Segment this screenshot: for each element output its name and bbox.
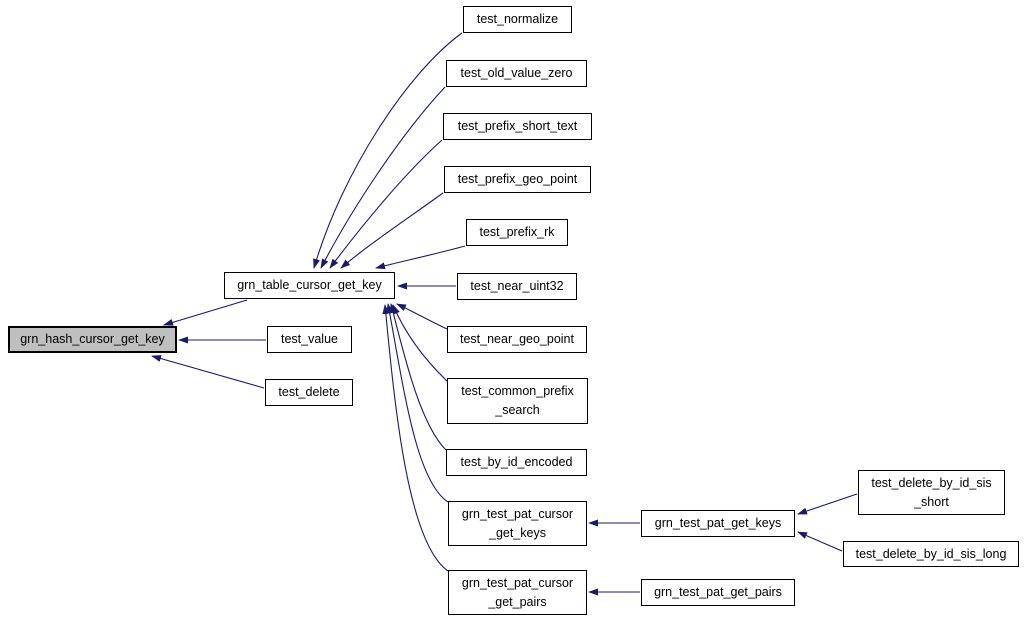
edge-grn_test_pat_cursor_get_keys-to-grn_table_cursor_get_key xyxy=(386,303,449,503)
node-label: test_delete_by_id_sis _short xyxy=(871,475,992,509)
node-grn-test-pat-cursor-get-keys[interactable]: grn_test_pat_cursor _get_keys xyxy=(448,501,587,546)
node-test-prefix-rk[interactable]: test_prefix_rk xyxy=(466,219,568,246)
edge-test_prefix_short_text-to-grn_table_cursor_get_key xyxy=(329,139,443,269)
edge-grn_table_cursor_get_key-to-grn_hash_cursor_get_key xyxy=(163,299,248,326)
node-label: test_prefix_rk xyxy=(479,225,555,239)
node-label: test_old_value_zero xyxy=(460,66,573,80)
node-label: grn_hash_cursor_get_key xyxy=(20,332,165,346)
node-label: test_value xyxy=(281,332,338,346)
node-label: grn_test_pat_get_pairs xyxy=(654,585,782,599)
node-grn-test-pat-cursor-get-pairs[interactable]: grn_test_pat_cursor _get_pairs xyxy=(448,570,587,615)
node-test-delete-by-id-sis-short[interactable]: test_delete_by_id_sis _short xyxy=(858,470,1005,515)
node-label: test_near_uint32 xyxy=(470,279,564,293)
node-label: test_prefix_short_text xyxy=(457,119,578,133)
edge-test_delete_by_id_sis_long-to-grn_test_pat_get_keys xyxy=(797,531,843,552)
node-test-delete[interactable]: test_delete xyxy=(265,379,353,406)
node-grn-test-pat-get-keys[interactable]: grn_test_pat_get_keys xyxy=(641,510,795,537)
node-label: test_prefix_geo_point xyxy=(457,172,578,186)
node-test-near-geo-point[interactable]: test_near_geo_point xyxy=(447,326,587,353)
node-test-prefix-short-text[interactable]: test_prefix_short_text xyxy=(443,113,592,140)
node-label: grn_test_pat_get_keys xyxy=(654,516,782,530)
node-test-value[interactable]: test_value xyxy=(267,326,352,353)
node-test-delete-by-id-sis-long[interactable]: test_delete_by_id_sis_long xyxy=(843,541,1019,567)
node-label: test_common_prefix _search xyxy=(461,384,574,417)
edge-test_delete-to-grn_hash_cursor_get_key xyxy=(151,355,265,389)
node-grn-hash-cursor-get-key: grn_hash_cursor_get_key xyxy=(8,326,177,353)
node-label: test_near_geo_point xyxy=(460,332,574,346)
node-label: test_normalize xyxy=(476,12,559,26)
node-label: grn_table_cursor_get_key xyxy=(237,278,382,292)
edge-test_prefix_geo_point-to-grn_table_cursor_get_key xyxy=(340,192,444,269)
node-test-by-id-encoded[interactable]: test_by_id_encoded xyxy=(446,449,587,476)
node-label: test_delete xyxy=(278,385,340,399)
node-test-prefix-geo-point[interactable]: test_prefix_geo_point xyxy=(444,166,591,193)
edge-grn_test_pat_cursor_get_pairs-to-grn_table_cursor_get_key xyxy=(382,304,449,572)
node-test-normalize[interactable]: test_normalize xyxy=(463,6,572,33)
edge-test_normalize-to-grn_table_cursor_get_key xyxy=(313,32,463,269)
node-label: test_delete_by_id_sis_long xyxy=(855,546,1007,561)
edge-test_delete_by_id_sis_short-to-grn_test_pat_get_keys xyxy=(797,493,858,515)
node-grn-test-pat-get-pairs[interactable]: grn_test_pat_get_pairs xyxy=(641,579,795,606)
edge-test_prefix_rk-to-grn_table_cursor_get_key xyxy=(375,245,466,270)
node-test-old-value-zero[interactable]: test_old_value_zero xyxy=(446,60,587,87)
node-test-near-uint32[interactable]: test_near_uint32 xyxy=(457,273,577,300)
node-label: grn_test_pat_cursor _get_pairs xyxy=(461,575,574,609)
node-grn-table-cursor-get-key[interactable]: grn_table_cursor_get_key xyxy=(224,272,395,299)
node-label: grn_test_pat_cursor _get_keys xyxy=(461,506,574,540)
edge-test_old_value_zero-to-grn_table_cursor_get_key xyxy=(320,86,446,269)
edge-test_by_id_encoded-to-grn_table_cursor_get_key xyxy=(389,303,447,451)
node-test-common-prefix-search[interactable]: test_common_prefix _search xyxy=(447,378,588,424)
edge-test_near_geo_point-to-grn_table_cursor_get_key xyxy=(396,303,448,330)
node-label: test_by_id_encoded xyxy=(460,455,573,469)
